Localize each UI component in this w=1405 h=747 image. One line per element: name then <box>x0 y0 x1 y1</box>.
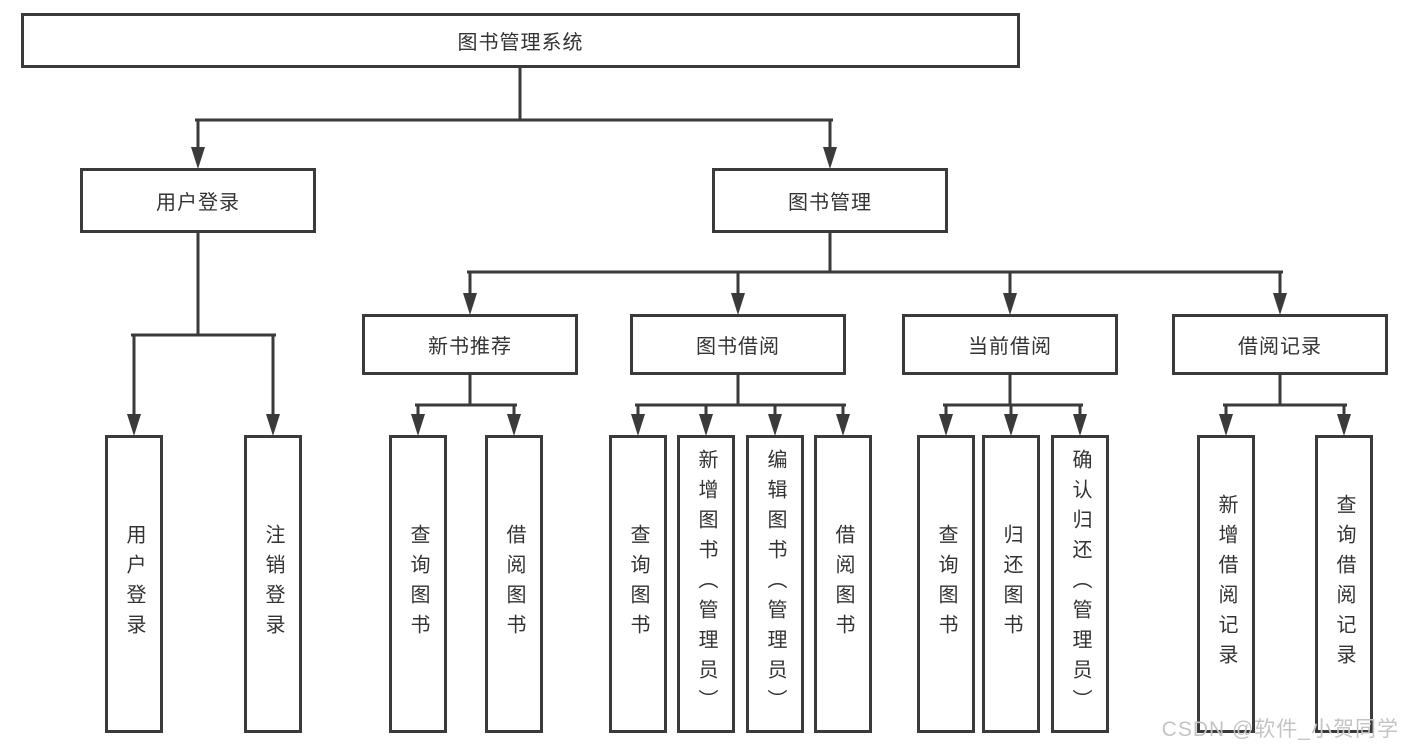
node-book-management: 图书管理 <box>712 168 948 233</box>
arrow-down-icon <box>768 414 782 436</box>
arrow-down-icon <box>266 414 280 436</box>
leaf-query-books-2: 查询图书 <box>609 435 667 733</box>
arrow-down-icon <box>127 414 141 436</box>
arrow-down-icon <box>823 147 837 169</box>
leaf-query-books-3-label: 查询图书 <box>935 524 957 644</box>
leaf-query-borrow-record-label: 查询借阅记录 <box>1333 494 1355 674</box>
arrow-down-icon <box>631 414 645 436</box>
arrow-down-icon <box>699 414 713 436</box>
node-book-borrow: 图书借阅 <box>630 314 846 375</box>
node-borrow-records-label: 借阅记录 <box>1238 336 1322 358</box>
leaf-borrow-books-2: 借阅图书 <box>814 435 872 733</box>
node-current-borrow-label: 当前借阅 <box>968 336 1052 358</box>
leaf-query-books-1: 查询图书 <box>389 435 447 733</box>
leaf-query-books-1-label: 查询图书 <box>407 524 429 644</box>
arrow-down-icon <box>731 293 745 315</box>
leaf-add-book-admin: 新增图书（管理员） <box>677 435 735 733</box>
leaf-add-book-admin-label: 新增图书（管理员） <box>695 449 717 719</box>
leaf-query-books-3: 查询图书 <box>917 435 975 733</box>
leaf-return-books: 归还图书 <box>982 435 1040 733</box>
arrow-down-icon <box>411 414 425 436</box>
leaf-query-borrow-record: 查询借阅记录 <box>1315 435 1373 733</box>
leaf-user-login: 用户登录 <box>105 435 163 733</box>
node-current-borrow: 当前借阅 <box>902 314 1118 375</box>
arrow-down-icon <box>1004 414 1018 436</box>
leaf-add-borrow-record: 新增借阅记录 <box>1197 435 1255 733</box>
leaf-confirm-return-admin-label: 确认归还（管理员） <box>1069 449 1091 719</box>
leaf-query-books-2-label: 查询图书 <box>627 524 649 644</box>
leaf-borrow-books-2-label: 借阅图书 <box>832 524 854 644</box>
node-new-book-recommend-label: 新书推荐 <box>428 336 512 358</box>
leaf-edit-book-admin-label: 编辑图书（管理员） <box>764 449 786 719</box>
leaf-add-borrow-record-label: 新增借阅记录 <box>1215 494 1237 674</box>
node-new-book-recommend: 新书推荐 <box>362 314 578 375</box>
leaf-logout-label: 注销登录 <box>262 524 284 644</box>
arrow-down-icon <box>1337 414 1351 436</box>
node-root: 图书管理系统 <box>21 13 1020 68</box>
arrow-down-icon <box>836 414 850 436</box>
leaf-user-login-label: 用户登录 <box>123 524 145 644</box>
node-user-login-label: 用户登录 <box>156 192 240 214</box>
arrow-down-icon <box>1273 293 1287 315</box>
csdn-watermark: CSDN @软件_小贺同学 <box>1161 718 1399 741</box>
leaf-edit-book-admin: 编辑图书（管理员） <box>746 435 804 733</box>
arrow-down-icon <box>1219 414 1233 436</box>
leaf-borrow-books-1: 借阅图书 <box>485 435 543 733</box>
node-root-label: 图书管理系统 <box>457 32 584 54</box>
node-borrow-records: 借阅记录 <box>1172 314 1388 375</box>
node-user-login: 用户登录 <box>80 168 316 233</box>
leaf-return-books-label: 归还图书 <box>1000 524 1022 644</box>
arrow-down-icon <box>507 414 521 436</box>
arrow-down-icon <box>1073 414 1087 436</box>
arrow-down-icon <box>463 293 477 315</box>
node-book-management-label: 图书管理 <box>788 192 872 214</box>
arrow-down-icon <box>191 147 205 169</box>
arrow-down-icon <box>1003 293 1017 315</box>
arrow-down-icon <box>939 414 953 436</box>
node-book-borrow-label: 图书借阅 <box>696 336 780 358</box>
leaf-confirm-return-admin: 确认归还（管理员） <box>1051 435 1109 733</box>
leaf-borrow-books-1-label: 借阅图书 <box>503 524 525 644</box>
leaf-logout: 注销登录 <box>244 435 302 733</box>
